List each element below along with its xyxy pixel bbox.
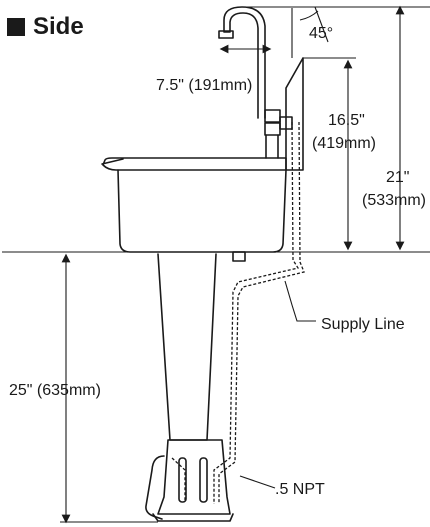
aerator bbox=[218, 30, 234, 39]
npt-leader bbox=[239, 475, 276, 489]
base-foot bbox=[152, 513, 234, 522]
angle-label: 45° bbox=[309, 25, 333, 42]
faucet-valve-upper bbox=[264, 109, 281, 123]
sink-bowl bbox=[117, 169, 287, 253]
pedestal-height-label: 25" (635mm) bbox=[9, 382, 101, 399]
total-height-mm-label: (533mm) bbox=[362, 192, 426, 209]
title-square-icon bbox=[7, 18, 25, 36]
foot-pedal bbox=[145, 455, 165, 520]
base-slot-left bbox=[178, 457, 187, 503]
angle-diagonal bbox=[314, 6, 329, 43]
angle-arc bbox=[299, 10, 319, 21]
supply-line-dashed bbox=[171, 121, 305, 504]
pedestal-body bbox=[157, 253, 217, 441]
backsplash-height-in-label: 16.5" bbox=[328, 112, 365, 129]
total-height-in-label: 21" bbox=[386, 169, 409, 186]
pedestal-base bbox=[157, 439, 231, 515]
supply-line-label: Supply Line bbox=[321, 316, 405, 333]
faucet-spout bbox=[223, 6, 266, 119]
diagram-title: Side bbox=[33, 13, 84, 40]
sink-rim bbox=[102, 157, 287, 171]
title-block: Side bbox=[7, 14, 84, 40]
rim-edge bbox=[101, 158, 124, 165]
spout-reach-label: 7.5" (191mm) bbox=[156, 77, 252, 94]
base-slot-right bbox=[199, 457, 208, 503]
backsplash bbox=[285, 57, 304, 171]
npt-label: .5 NPT bbox=[275, 481, 325, 498]
supply-line-leader bbox=[284, 280, 316, 322]
drain-outlet bbox=[232, 251, 246, 262]
backsplash-height-mm-label: (419mm) bbox=[312, 135, 376, 152]
inner-pipe bbox=[265, 134, 279, 159]
faucet-valve-lower bbox=[264, 122, 281, 136]
